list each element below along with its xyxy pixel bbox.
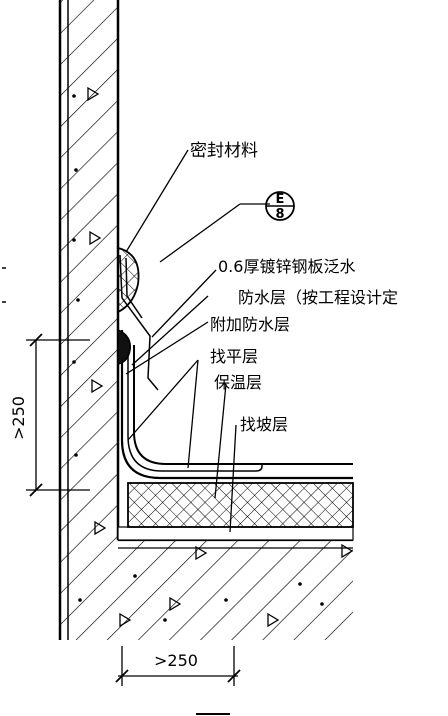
horizontal-dimension-value: >250 (154, 651, 198, 670)
detail-ref-top: E (276, 192, 285, 207)
label-insulation-layer: 保温层 (214, 373, 262, 392)
vertical-dimension-value: >250 (9, 396, 28, 440)
detail-ref-bottom: 8 (275, 207, 284, 222)
sealant-bead-lower (117, 328, 131, 365)
label-additional-waterproof: 附加防水层 (210, 315, 290, 334)
label-sealant: 密封材料 (190, 141, 258, 161)
label-leveling-layer: 找平层 (210, 347, 258, 366)
label-flashing: 0.6厚镀锌钢板泛水 (218, 257, 355, 276)
detail-reference-bubble: E 8 (265, 191, 295, 222)
horizontal-dimension: >250 (115, 646, 241, 686)
parapet-wall (58, 0, 120, 640)
vertical-dimension: >250 (2, 267, 90, 497)
slope-layer (117, 526, 354, 541)
leader-lines (125, 149, 270, 533)
sealant-bead-upper (117, 246, 140, 314)
insulation-layer (127, 482, 354, 528)
label-slope-layer: 找坡层 (240, 415, 288, 434)
waterproof-membrane (120, 330, 353, 480)
roof-slab (118, 538, 354, 640)
label-waterproof-layer: 防水层（按工程设计定 (238, 288, 398, 307)
